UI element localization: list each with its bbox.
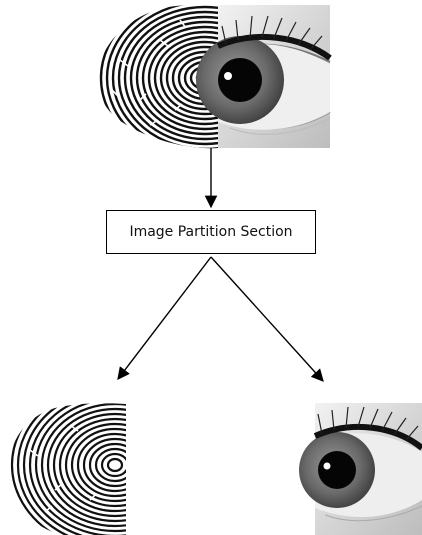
arrow-to-eye (211, 257, 323, 381)
arrow-to-fingerprint (118, 257, 211, 379)
fingerprint-output (5, 374, 224, 535)
eye-output (299, 403, 422, 535)
partition-box: Image Partition Section (106, 210, 316, 254)
partition-box-label: Image Partition Section (129, 224, 292, 240)
